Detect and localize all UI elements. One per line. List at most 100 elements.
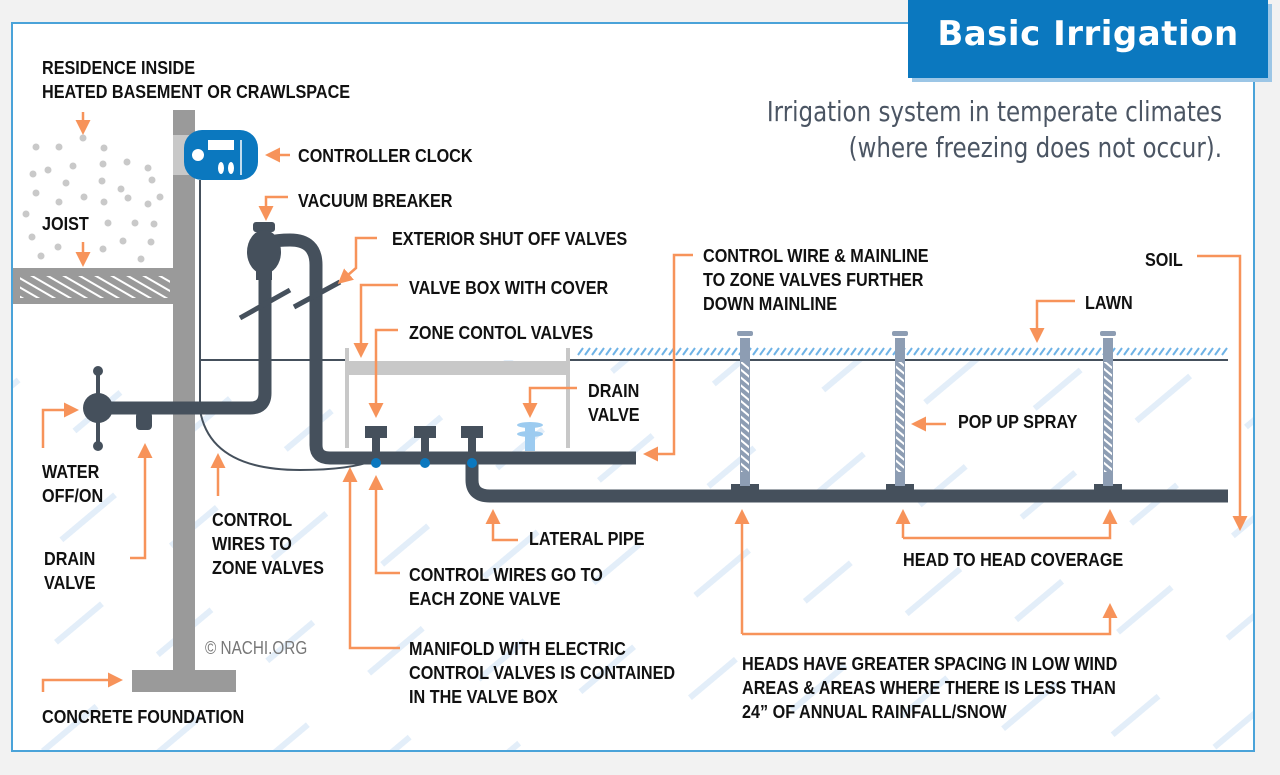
lawn-hatch-mark bbox=[927, 347, 934, 356]
label-control-wires-each-zone-line-1: CONTROL WIRES GO TO bbox=[409, 565, 603, 585]
lawn-hatch-mark bbox=[752, 347, 759, 356]
sprinkler-spring bbox=[1104, 362, 1112, 472]
lawn-hatch-mark bbox=[766, 347, 773, 356]
label-control-wires-to-zone-line-2: WIRES TO bbox=[212, 534, 292, 554]
sprinkler-base bbox=[731, 484, 759, 492]
lawn-hatch-mark bbox=[1221, 347, 1228, 356]
lawn-hatch-mark bbox=[591, 347, 598, 356]
arrow-vacuum-breaker bbox=[258, 195, 288, 221]
label-drain-valve-box-line-2: VALVE bbox=[588, 405, 640, 425]
lawn-hatch-mark bbox=[780, 347, 787, 356]
shutoff-valve-handle-1 bbox=[238, 287, 292, 321]
insulation-dot bbox=[98, 177, 106, 185]
label-water-off-on: WATER OFF/ON bbox=[42, 460, 103, 508]
insulation-dot bbox=[123, 158, 131, 166]
insulation-dot bbox=[22, 210, 30, 218]
label-concrete-foundation: CONCRETE FOUNDATION bbox=[42, 707, 245, 727]
lawn-hatch-mark bbox=[955, 347, 962, 356]
subtitle: Irrigation system in temperate climates … bbox=[767, 94, 1222, 166]
lawn-hatch-mark bbox=[773, 347, 780, 356]
sprinkler-head bbox=[892, 331, 908, 336]
lawn-hatch-mark bbox=[850, 347, 857, 356]
insulation-dot bbox=[44, 166, 52, 174]
lawn-hatch-mark bbox=[1025, 347, 1032, 356]
lawn-hatch-mark bbox=[990, 347, 997, 356]
lawn-hatch-mark bbox=[913, 347, 920, 356]
sprinkler-base bbox=[886, 484, 914, 492]
water-valve-icon bbox=[83, 366, 152, 451]
label-soil: SOIL bbox=[1145, 250, 1183, 270]
arrow-lawn bbox=[1029, 299, 1075, 343]
copyright-notice: © NACHI.ORG bbox=[205, 638, 308, 658]
arrow-lateral-pipe bbox=[485, 509, 518, 542]
label-control-wire-mainline: CONTROL WIRE & MAINLINE TO ZONE VALVES F… bbox=[703, 244, 929, 316]
lawn-hatch-mark bbox=[1039, 347, 1046, 356]
label-residence-line-2: HEATED BASEMENT OR CRAWLSPACE bbox=[42, 82, 351, 102]
drain-valve-icon bbox=[517, 422, 543, 451]
wire-connectors bbox=[371, 458, 477, 468]
lawn-hatch-mark bbox=[906, 347, 913, 356]
lawn-hatch-mark bbox=[1088, 347, 1095, 356]
lawn-hatch-mark bbox=[857, 347, 864, 356]
lawn-hatch-mark bbox=[1151, 347, 1158, 356]
vacuum-breaker-icon bbox=[247, 222, 281, 280]
label-residence-line-1: RESIDENCE INSIDE bbox=[42, 58, 196, 78]
lawn-hatch-mark bbox=[1193, 347, 1200, 356]
lawn-hatch-mark bbox=[864, 347, 871, 356]
pop-up-sprinkler bbox=[886, 331, 914, 492]
label-joist: JOIST bbox=[42, 214, 89, 234]
insulation-dot bbox=[28, 233, 36, 241]
label-zone-control-valves: ZONE CONTOL VALVES bbox=[409, 323, 594, 343]
lawn-hatch-mark bbox=[1060, 347, 1067, 356]
lawn-hatch-mark bbox=[1165, 347, 1172, 356]
label-control-wires-each-zone: CONTROL WIRES GO TO EACH ZONE VALVE bbox=[409, 563, 603, 611]
sprinkler-spring bbox=[896, 362, 904, 472]
valve-box bbox=[345, 348, 570, 448]
label-water-off-on-line-1: WATER bbox=[42, 462, 100, 482]
insulation-dot bbox=[156, 193, 164, 201]
pop-up-sprinkler bbox=[1094, 331, 1122, 492]
insulation-dot bbox=[100, 144, 108, 152]
label-heads-spacing-line-3: 24” OF ANNUAL RAINFALL/SNOW bbox=[742, 702, 1007, 722]
lawn-hatch-mark bbox=[1172, 347, 1179, 356]
lawn-hatch-mark bbox=[675, 347, 682, 356]
lawn-hatch-mark bbox=[836, 347, 843, 356]
lawn-hatch-mark bbox=[829, 347, 836, 356]
lawn-hatch-mark bbox=[934, 347, 941, 356]
label-heads-spacing-line-1: HEADS HAVE GREATER SPACING IN LOW WIND bbox=[742, 654, 1118, 674]
lawn-hatch-mark bbox=[682, 347, 689, 356]
arrow-zone-valves bbox=[368, 328, 398, 418]
lawn-hatch-mark bbox=[1214, 347, 1221, 356]
lawn-hatch-mark bbox=[619, 347, 626, 356]
concrete-foundation bbox=[132, 670, 236, 692]
sprinkler-head bbox=[1100, 331, 1116, 336]
insulation-dot bbox=[144, 164, 152, 172]
insulation-dot bbox=[147, 238, 155, 246]
label-control-wires-each-zone-line-2: EACH ZONE VALVE bbox=[409, 589, 561, 609]
controller-clock-icon bbox=[184, 130, 258, 180]
sprinkler-spring bbox=[741, 362, 749, 472]
arrow-drain-valve-house bbox=[130, 443, 153, 560]
label-manifold-line-3: IN THE VALVE BOX bbox=[409, 687, 558, 707]
lawn-hatch-mark bbox=[962, 347, 969, 356]
arrow-water-valve bbox=[41, 402, 79, 448]
insulation-dot bbox=[104, 219, 112, 227]
lawn-hatch-mark bbox=[920, 347, 927, 356]
insulation-dot bbox=[29, 170, 37, 178]
lawn-hatch-mark bbox=[1004, 347, 1011, 356]
lawn-hatch-mark bbox=[1081, 347, 1088, 356]
lawn-hatch-mark bbox=[661, 347, 668, 356]
house-wall bbox=[173, 110, 195, 670]
lawn-hatch-mark bbox=[997, 347, 1004, 356]
lawn-hatch-mark bbox=[1186, 347, 1193, 356]
lawn-hatch-mark bbox=[787, 347, 794, 356]
lawn-hatch-mark bbox=[696, 347, 703, 356]
lawn-hatch-mark bbox=[731, 347, 738, 356]
lawn-hatch-mark bbox=[1207, 347, 1214, 356]
subtitle-line-2: (where freezing does not occur). bbox=[848, 131, 1222, 164]
insulation-dot bbox=[55, 198, 63, 206]
insulation-dot bbox=[54, 243, 62, 251]
arrow-control-wire-mainline bbox=[643, 253, 693, 462]
insulation-dot bbox=[144, 200, 152, 208]
